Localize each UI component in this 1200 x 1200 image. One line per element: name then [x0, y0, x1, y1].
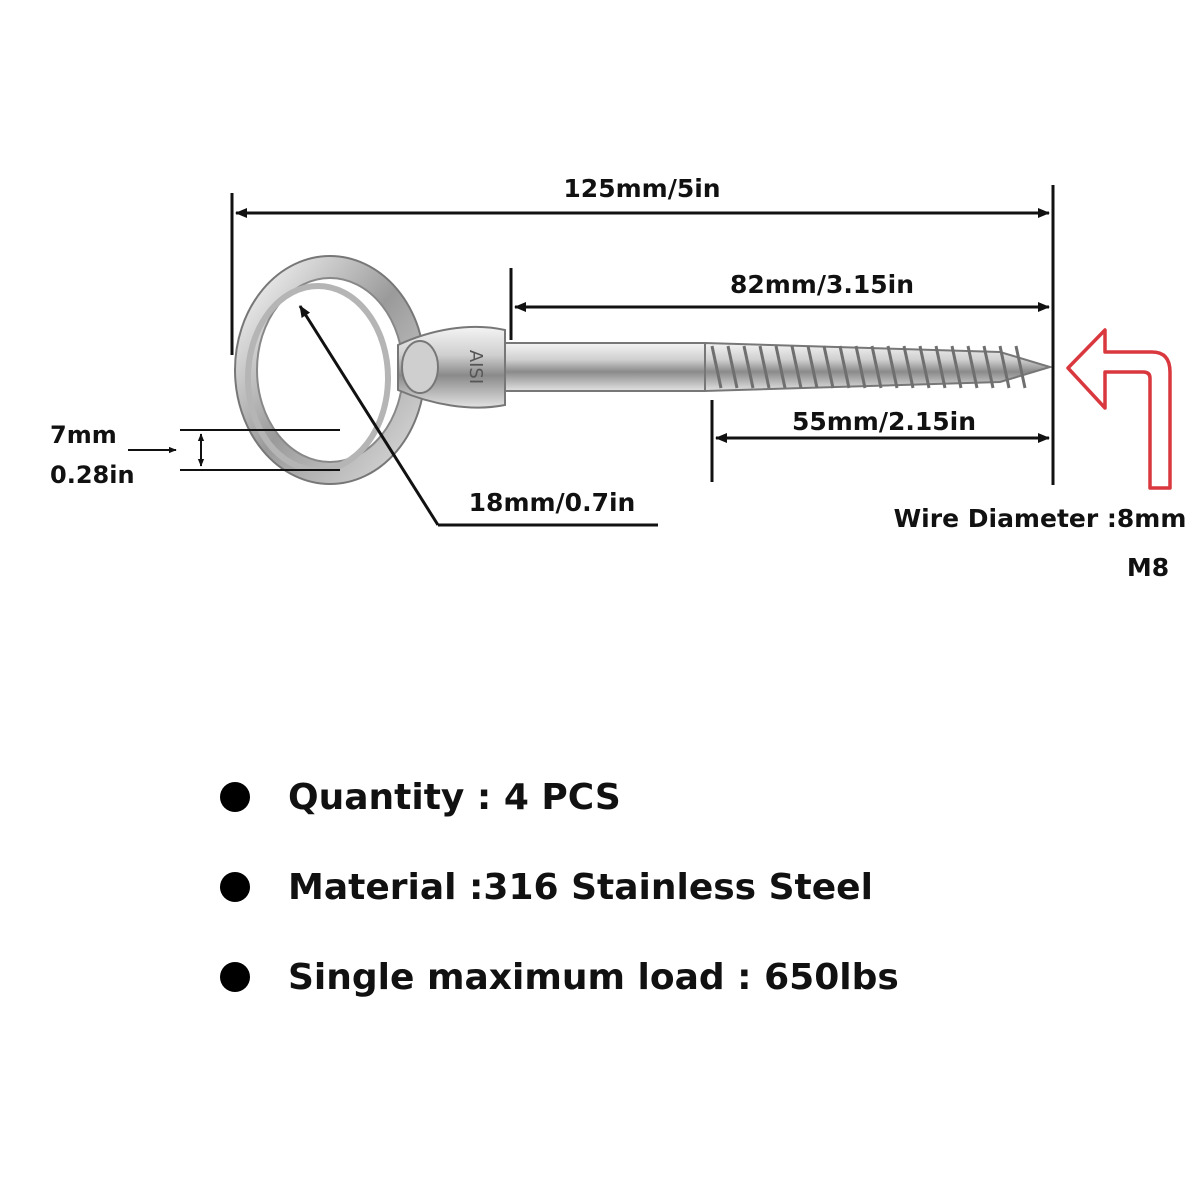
thread-length-dimension: 82mm/3.15in: [509, 268, 1050, 340]
bullet-icon: [220, 962, 250, 992]
ring-thickness-dimension: 7mm 0.28in: [50, 421, 340, 489]
thread-size-label: M8: [1127, 553, 1169, 582]
spec-load-text: Single maximum load : 650lbs: [288, 956, 899, 998]
ring-thickness-in-label: 0.28in: [50, 461, 135, 489]
specification-list: Quantity : 4 PCS Material :316 Stainless…: [220, 752, 1120, 1022]
tip-length-label: 55mm/2.15in: [792, 407, 976, 436]
bullet-icon: [220, 872, 250, 902]
overall-length-dimension: 125mm/5in: [230, 174, 1055, 485]
spec-item-quantity: Quantity : 4 PCS: [220, 752, 1120, 842]
ring-diameter-label: 18mm/0.7in: [469, 488, 636, 517]
wire-diameter-label: Wire Diameter :8mm: [894, 504, 1187, 533]
spec-quantity-text: Quantity : 4 PCS: [288, 776, 621, 818]
bullet-icon: [220, 782, 250, 812]
spec-item-material: Material :316 Stainless Steel: [220, 842, 1120, 932]
overall-length-label: 125mm/5in: [563, 174, 720, 203]
tip-length-dimension: 55mm/2.15in: [710, 400, 1050, 482]
stamp-text: AISI: [465, 350, 486, 384]
bent-arrow-icon: [1066, 328, 1172, 490]
dimension-diagram: AISI 125mm/5in 82mm/3.15in 55mm/2.15in 1…: [50, 174, 1187, 582]
ring-thickness-mm-label: 7mm: [50, 421, 117, 449]
wire-diameter-callout: Wire Diameter :8mm M8: [894, 328, 1187, 582]
spec-item-load: Single maximum load : 650lbs: [220, 932, 1120, 1022]
ring-diameter-dimension: 18mm/0.7in: [298, 305, 658, 527]
eye-screw-illustration: AISI: [234, 255, 1054, 485]
spec-material-text: Material :316 Stainless Steel: [288, 866, 873, 908]
thread-length-label: 82mm/3.15in: [730, 270, 914, 299]
